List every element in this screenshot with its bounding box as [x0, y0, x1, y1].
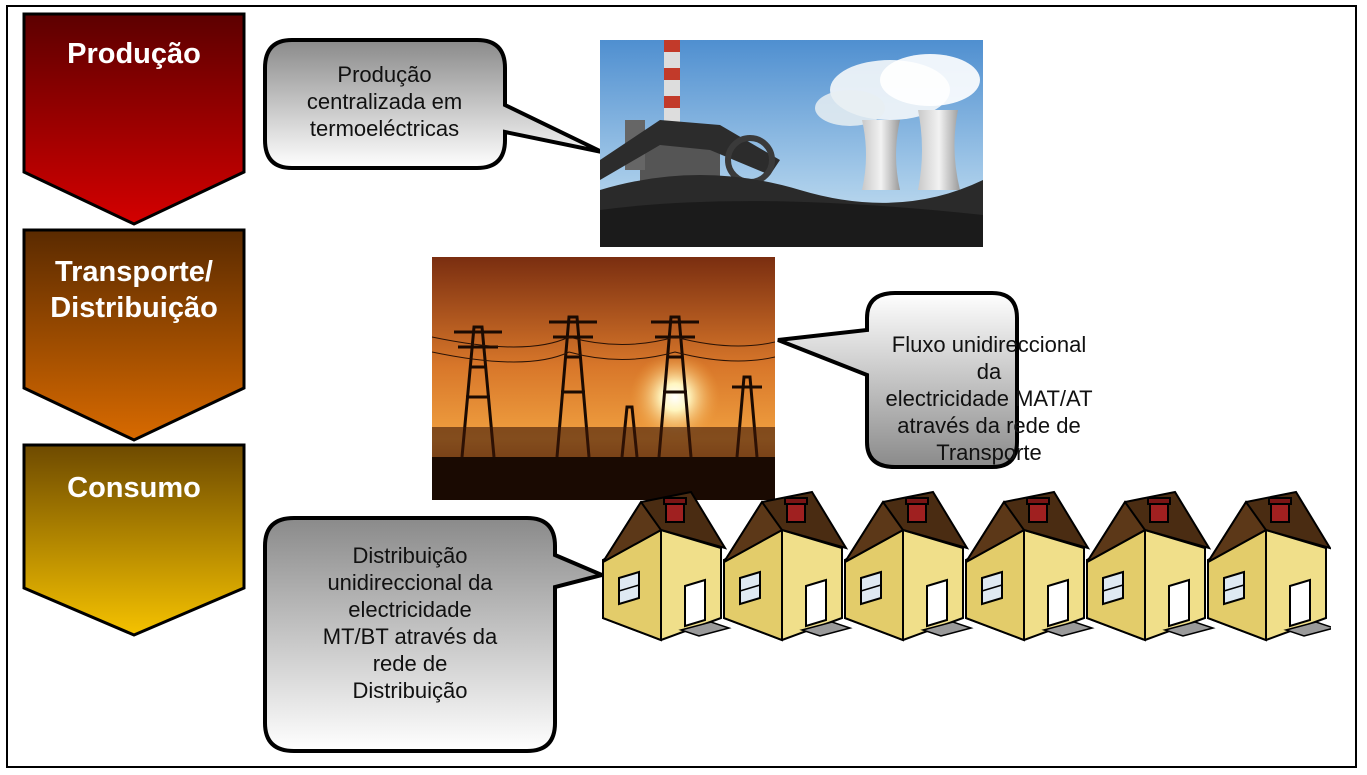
house-icon — [602, 491, 730, 641]
stage-production-arrow — [22, 12, 246, 226]
stage-consumption-label: Consumo — [67, 472, 201, 504]
thermoelectric-plant-photo — [600, 40, 983, 247]
stage-transport-line2: Distribuição — [50, 292, 218, 324]
transmission-towers-photo — [432, 257, 775, 500]
house-icon — [965, 491, 1093, 641]
callout-production-text: Produção centralizada em termoeléctricas — [306, 62, 463, 141]
house-icon — [1207, 491, 1331, 641]
houses-row — [602, 491, 1331, 641]
callout-transport-bubble — [777, 291, 1019, 469]
callout-transport-text: Fluxo unidireccional da electricidade MA… — [885, 332, 1093, 465]
callout-distribution-bubble — [263, 516, 607, 753]
stage-transport-label: Transporte/ Distribuição — [22, 254, 246, 326]
stage-production-label: Produção — [67, 38, 201, 70]
callout-production-bubble — [263, 38, 603, 170]
house-icon — [723, 491, 851, 641]
house-icon — [844, 491, 972, 641]
stage-transport-line1: Transporte/ — [55, 256, 213, 288]
callout-distribution-text: Distribuição unidireccional da electrici… — [322, 543, 498, 703]
stage-consumption-arrow — [22, 443, 246, 637]
house-icon — [1086, 491, 1214, 641]
diagram-frame — [6, 5, 1357, 768]
stage-transport-arrow — [22, 228, 246, 442]
